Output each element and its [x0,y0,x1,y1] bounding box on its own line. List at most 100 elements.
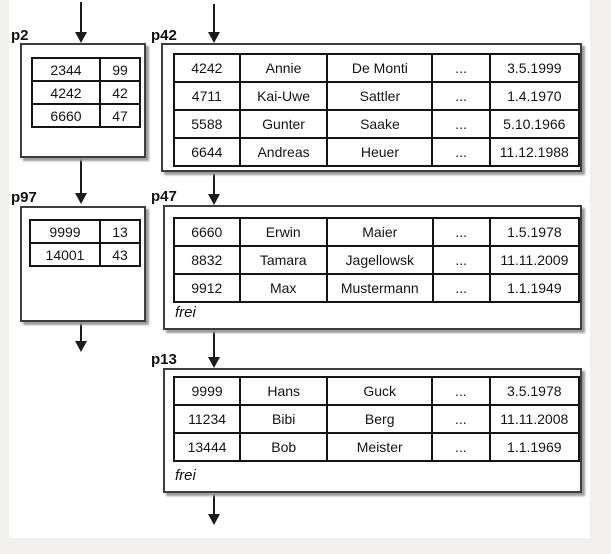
table-cell: ... [431,245,491,275]
table-cell: 99 [99,57,141,82]
arrow-shaft [213,330,215,358]
table-cell: 43 [99,242,141,267]
table-cell: Mustermann [325,273,434,303]
table-cell: Meister [326,432,434,462]
table-cell: 1.5.1978 [488,217,581,247]
page-table-p13: 9999 Hans Guck ... 3.5.1978 11234 Bibi B… [172,376,581,462]
arrow-head [75,193,87,204]
arrow-p97-out-icon [75,322,87,352]
table-cell: ... [431,81,491,111]
table-cell: 14001 [29,242,101,267]
arrow-head [208,32,220,43]
page-table-p42: 4242 Annie De Monti ... 3.5.1999 4711 Ka… [173,53,581,167]
table-cell: 1.1.1949 [488,273,581,303]
table-cell: 9999 [29,219,101,244]
page-label-p47: p47 [151,188,177,205]
table-row: 4711 Kai-Uwe Sattler ... 1.4.1970 [173,81,581,111]
table-row: 8832 Tamara Jagellowsk ... 11.11.2009 [173,245,581,275]
arrow-shaft [80,2,82,33]
free-space-label: frei [175,304,196,321]
table-cell: Guck [326,376,434,406]
free-space-label: frei [175,467,196,484]
table-cell: Hans [239,376,329,406]
arrow-shaft [80,322,82,342]
table-cell: 6644 [173,137,241,167]
table-cell: 11234 [172,404,242,434]
table-row: 13444 Bob Meister ... 1.1.1969 [172,432,581,462]
table-cell: Bob [239,432,329,462]
table-row: 6644 Andreas Heuer ... 11.12.1988 [173,137,581,167]
table-cell: ... [431,432,491,462]
page-label-p97: p97 [11,189,37,206]
arrow-head [75,341,87,352]
table-row: 14001 43 [29,242,141,267]
table-cell: Heuer [326,137,434,167]
arrow-shaft [213,4,215,33]
table-cell: Gunter [238,109,329,139]
table-cell: 13444 [172,432,242,462]
table-cell: ... [431,404,491,434]
table-row: 4242 Annie De Monti ... 3.5.1999 [173,53,581,83]
table-row: 5588 Gunter Saake ... 5.10.1966 [173,109,581,139]
table-cell: 3.5.1978 [488,376,581,406]
arrow-down-into-p42-icon [208,4,220,43]
arrow-head [208,357,220,368]
table-cell: Berg [326,404,434,434]
table-cell: 4242 [31,80,101,105]
page-table-p47: 6660 Erwin Maier ... 1.5.1978 8832 Tamar… [173,217,581,303]
arrow-p2-to-p97-icon [75,158,87,204]
table-cell: 11.12.1988 [488,137,581,167]
table-cell: ... [431,53,491,83]
table-cell: Sattler [326,81,434,111]
table-cell: Max [238,273,328,303]
table-cell: 2344 [31,57,101,82]
arrow-down-into-p2-icon [75,2,87,43]
table-cell: 5.10.1966 [488,109,581,139]
arrow-shaft [213,172,215,195]
table-row: 4242 42 [31,80,141,105]
table-cell: Annie [238,53,329,83]
page-label-p13: p13 [151,351,177,368]
table-cell: 9912 [173,273,241,303]
table-cell: 13 [99,219,141,244]
table-row: 9999 13 [29,219,141,244]
table-row: 11234 Bibi Berg ... 11.11.2008 [172,404,581,434]
table-row: 9912 Max Mustermann ... 1.1.1949 [173,273,581,303]
table-cell: Kai-Uwe [238,81,329,111]
table-cell: 1.4.1970 [488,81,581,111]
arrow-shaft [213,493,215,515]
page-box-p13: 9999 Hans Guck ... 3.5.1978 11234 Bibi B… [163,368,582,493]
table-cell: 6660 [173,217,241,247]
table-cell: 11.11.2008 [488,404,581,434]
table-cell: 8832 [173,245,241,275]
page-box-p2: 2344 99 4242 42 6660 47 [20,43,146,158]
table-cell: Saake [326,109,434,139]
arrow-p47-to-p13-icon [208,330,220,368]
table-row: 6660 Erwin Maier ... 1.5.1978 [173,217,581,247]
table-cell: Tamara [238,245,328,275]
table-row: 6660 47 [31,103,141,128]
table-cell: 6660 [31,103,101,128]
table-cell: Maier [325,217,434,247]
table-cell: 1.1.1969 [488,432,581,462]
table-cell: ... [431,109,491,139]
table-cell: ... [431,273,491,303]
page-box-p42: 4242 Annie De Monti ... 3.5.1999 4711 Ka… [161,43,582,172]
table-row: 9999 Hans Guck ... 3.5.1978 [172,376,581,406]
arrow-head [75,32,87,43]
arrow-p13-out-icon [208,493,220,525]
table-cell: 3.5.1999 [488,53,581,83]
table-cell: Erwin [238,217,328,247]
page-label-p42: p42 [151,27,177,44]
page-box-p97: 9999 13 14001 43 [20,206,146,322]
page-table-p2: 2344 99 4242 42 6660 47 [31,57,141,128]
table-cell: 42 [99,80,141,105]
page-box-p47: 6660 Erwin Maier ... 1.5.1978 8832 Tamar… [163,205,582,330]
table-cell: Bibi [239,404,329,434]
arrow-shaft [80,158,82,194]
page-table-p97: 9999 13 14001 43 [29,219,141,267]
table-cell: ... [431,137,491,167]
table-cell: 47 [99,103,141,128]
table-cell: Jagellowsk [325,245,434,275]
